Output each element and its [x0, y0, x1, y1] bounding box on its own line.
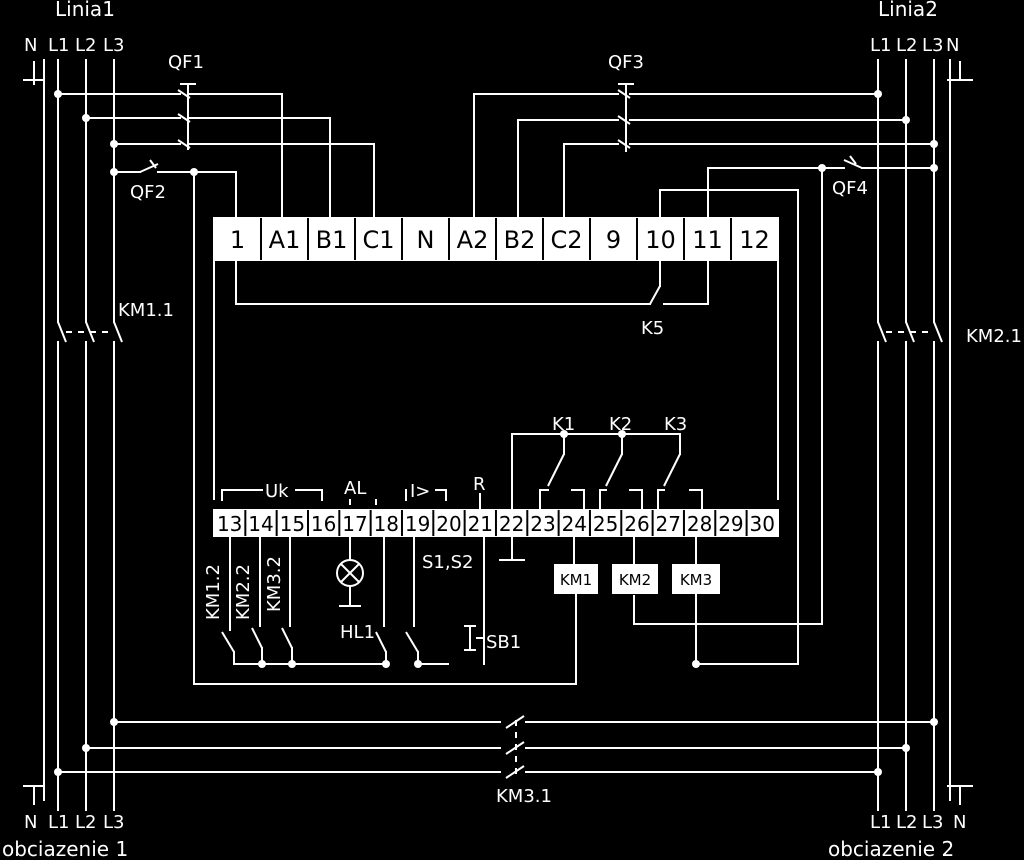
- sb1-label: SB1: [486, 632, 521, 653]
- k5-contact: K5: [235, 259, 709, 339]
- bottom-terminal-19: 19: [405, 512, 430, 536]
- bottom-terminal-17: 17: [342, 512, 367, 536]
- qf3-breaker: QF3: [473, 52, 938, 219]
- km3-1-contactor: KM3.1: [54, 715, 938, 807]
- k5-label: K5: [641, 318, 664, 339]
- top-terminal-10: 10: [645, 226, 676, 254]
- load1-phase-l3: L3: [103, 812, 124, 833]
- qf1-label: QF1: [168, 52, 204, 73]
- km1-coil-label: KM1: [560, 571, 592, 589]
- contact-18: [375, 631, 387, 653]
- bottom-terminal-23: 23: [530, 512, 555, 536]
- bottom-terminal-21: 21: [468, 512, 493, 536]
- k2-label: K2: [609, 414, 632, 435]
- km3-1-label: KM3.1: [496, 786, 552, 807]
- contact-19: [405, 631, 419, 653]
- top-terminal-12: 12: [739, 226, 770, 254]
- linia2-phase-l1: L1: [870, 35, 891, 56]
- right-buses: [877, 59, 973, 811]
- lamp-hl1: HL1: [336, 535, 375, 643]
- qf4-breaker: QF4: [633, 155, 938, 665]
- overcurrent-label: I>: [410, 481, 430, 502]
- load2-title: obciazenie 2: [828, 837, 954, 860]
- r-label: R: [473, 474, 486, 495]
- top-terminal-a1: A1: [269, 226, 301, 254]
- group-labels: Uk AL I> R: [221, 474, 486, 511]
- km2-2-label: KM2.2: [233, 564, 254, 620]
- load2-phase-l1: L1: [870, 812, 891, 833]
- terminal-22-ground: [499, 535, 525, 561]
- left-buses: [23, 59, 123, 811]
- bottom-terminal-14: 14: [248, 512, 273, 536]
- al-label: AL: [344, 478, 366, 499]
- hl1-label: HL1: [340, 622, 375, 643]
- bottom-terminal-27: 27: [656, 512, 681, 536]
- bottom-terminal-25: 25: [593, 512, 618, 536]
- bottom-terminal-16: 16: [311, 512, 336, 536]
- km2-coil-label: KM2: [619, 571, 651, 589]
- linia2-title: Linia2: [878, 0, 938, 21]
- qf3-label: QF3: [608, 52, 644, 73]
- bottom-terminal-13: 13: [217, 512, 242, 536]
- load1-phase-n: N: [24, 812, 37, 833]
- linia1-title: Linia1: [55, 0, 115, 21]
- top-terminal-n: N: [417, 226, 435, 254]
- qf2-breaker: QF2: [110, 159, 237, 685]
- bottom-terminal-22: 22: [499, 512, 524, 536]
- km3-coil-label: KM3: [680, 571, 712, 589]
- top-terminal-a2: A2: [457, 226, 489, 254]
- coil-km1: KM1: [193, 535, 598, 685]
- km3-2-label: KM3.2: [264, 556, 285, 612]
- load2-phase-l2: L2: [896, 812, 917, 833]
- load2-phase-l3: L3: [922, 812, 943, 833]
- top-terminal-11: 11: [692, 226, 723, 254]
- coil-km3: KM3: [672, 535, 720, 668]
- km2-1-label: KM2.1: [966, 326, 1022, 347]
- linia1-phase-l2: L2: [75, 35, 96, 56]
- km1-1-label: KM1.1: [118, 300, 174, 321]
- linia2-phase-l2: L2: [896, 35, 917, 56]
- uk-label: Uk: [265, 481, 289, 502]
- top-terminal-c2: C2: [550, 226, 582, 254]
- linia1-phase-l3: L3: [103, 35, 124, 56]
- load2-phase-n: N: [953, 812, 966, 833]
- s1s2-label: S1,S2: [422, 552, 473, 573]
- linia1-phase-n: N: [24, 35, 37, 56]
- top-terminal-b1: B1: [316, 226, 348, 254]
- bottom-terminal-24: 24: [562, 512, 587, 536]
- linia1-phase-l1: L1: [48, 35, 69, 56]
- linia2-phase-n: N: [946, 35, 959, 56]
- bottom-terminal-29: 29: [718, 512, 743, 536]
- bottom-terminal-30: 30: [750, 512, 775, 536]
- load1-phase-l1: L1: [48, 812, 69, 833]
- bottom-terminal-28: 28: [687, 512, 712, 536]
- top-terminal-c1: C1: [362, 226, 394, 254]
- km1-2-label: KM1.2: [203, 564, 224, 620]
- qf2-label: QF2: [130, 182, 166, 203]
- button-sb1: SB1: [464, 535, 521, 665]
- load1-title: obciazenie 1: [2, 837, 128, 860]
- coil-km2: KM2: [612, 535, 658, 594]
- load1-phase-l2: L2: [75, 812, 96, 833]
- relays: K1 K2 K3: [511, 414, 703, 513]
- k3-label: K3: [664, 414, 687, 435]
- top-terminal-1: 1: [230, 226, 245, 254]
- bottom-terminal-20: 20: [436, 512, 461, 536]
- top-terminal-strip: 1 A1 B1 C1 N A2 B2 C2 9 10 11 12: [213, 217, 779, 500]
- qf4-label: QF4: [832, 178, 868, 199]
- aux-contacts: KM1.2 KM2.2 KM3.2: [203, 535, 297, 668]
- qf1-breaker: QF1: [54, 52, 375, 219]
- top-terminal-b2: B2: [504, 226, 536, 254]
- top-terminal-9: 9: [606, 226, 621, 254]
- bottom-terminal-15: 15: [280, 512, 305, 536]
- bottom-terminal-18: 18: [374, 512, 399, 536]
- bottom-terminal-26: 26: [624, 512, 649, 536]
- linia2-phase-l3: L3: [922, 35, 943, 56]
- k1-label: K1: [552, 414, 575, 435]
